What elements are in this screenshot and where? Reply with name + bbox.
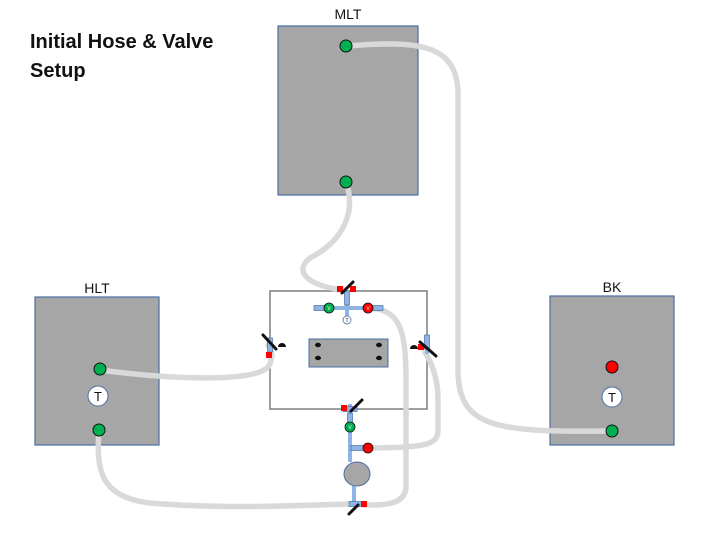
title-line-1: Initial Hose & Valve: [30, 31, 214, 53]
valve-handle-icon[interactable]: [418, 340, 438, 358]
mlt-vessel: MLT: [277, 6, 419, 196]
thermometer-icon: [601, 386, 623, 408]
title-line-2: Setup: [30, 60, 86, 82]
thermometer-icon: [87, 385, 109, 407]
valve-handle-icon[interactable]: [349, 398, 364, 413]
port-icon: [418, 344, 424, 350]
right-valve-label: V: [366, 306, 370, 312]
bk-top-port: [605, 360, 619, 374]
hose-mlt-top-to-bk: [345, 41, 615, 434]
mlt-tank: [277, 25, 419, 196]
mlt-label: MLT: [335, 6, 362, 22]
bottom-valve-assembly: V: [341, 398, 374, 516]
hlt-vessel: HLT: [34, 280, 160, 446]
hlt-bottom-port: [92, 423, 106, 437]
left-valve[interactable]: [323, 302, 335, 314]
port-icon: [266, 352, 272, 358]
tee-fitting: [342, 315, 352, 325]
hose-mlt-bottom-to-top-valve: [300, 179, 353, 293]
top-valve-manifold: V V T: [313, 280, 384, 325]
hose-hlt-outlet-to-pump: [95, 427, 353, 510]
right-side-valve: [410, 334, 438, 358]
port-icon: [361, 501, 367, 507]
right-valve[interactable]: [362, 302, 374, 314]
hlt-top-port: [93, 362, 107, 376]
panel-screws: [315, 342, 382, 361]
control-panel: [308, 338, 389, 368]
bk-label: BK: [603, 279, 622, 295]
hose-pump-outlet-to-right: [367, 349, 441, 451]
valve-handle-icon[interactable]: [347, 503, 360, 516]
hose-top-valve-loop-to-bottom: [361, 305, 409, 508]
hlt-thermometer-label: T: [94, 389, 102, 404]
screw-icon: [376, 355, 382, 361]
valve-handle-icon[interactable]: [340, 280, 355, 295]
screw-icon: [315, 355, 321, 361]
screw-icon: [315, 342, 321, 348]
hose-clamp-icon: [410, 345, 418, 349]
left-side-valve: [261, 333, 286, 358]
bk-thermometer-label: T: [608, 390, 616, 405]
left-valve-label: V: [327, 306, 331, 312]
hose-clamp-icon: [278, 343, 286, 347]
hlt-thermometer: T: [87, 385, 109, 407]
pump-outlet-valve[interactable]: [362, 442, 374, 454]
hlt-label: HLT: [84, 280, 110, 296]
mlt-bottom-port: [339, 175, 353, 189]
port-icon: [350, 286, 356, 292]
port-icon: [337, 286, 343, 292]
screw-icon: [376, 342, 382, 348]
valve-handle-icon[interactable]: [261, 333, 278, 351]
bk-bottom-port: [605, 424, 619, 438]
lower-valve[interactable]: [344, 421, 356, 433]
mlt-top-port: [339, 39, 353, 53]
pump-icon: [343, 461, 371, 487]
port-icon: [341, 405, 347, 411]
tee-label: T: [345, 318, 348, 324]
page-title: Initial Hose & Valve Setup: [30, 28, 270, 86]
lower-valve-label: V: [348, 425, 352, 431]
bk-thermometer: T: [601, 386, 623, 408]
